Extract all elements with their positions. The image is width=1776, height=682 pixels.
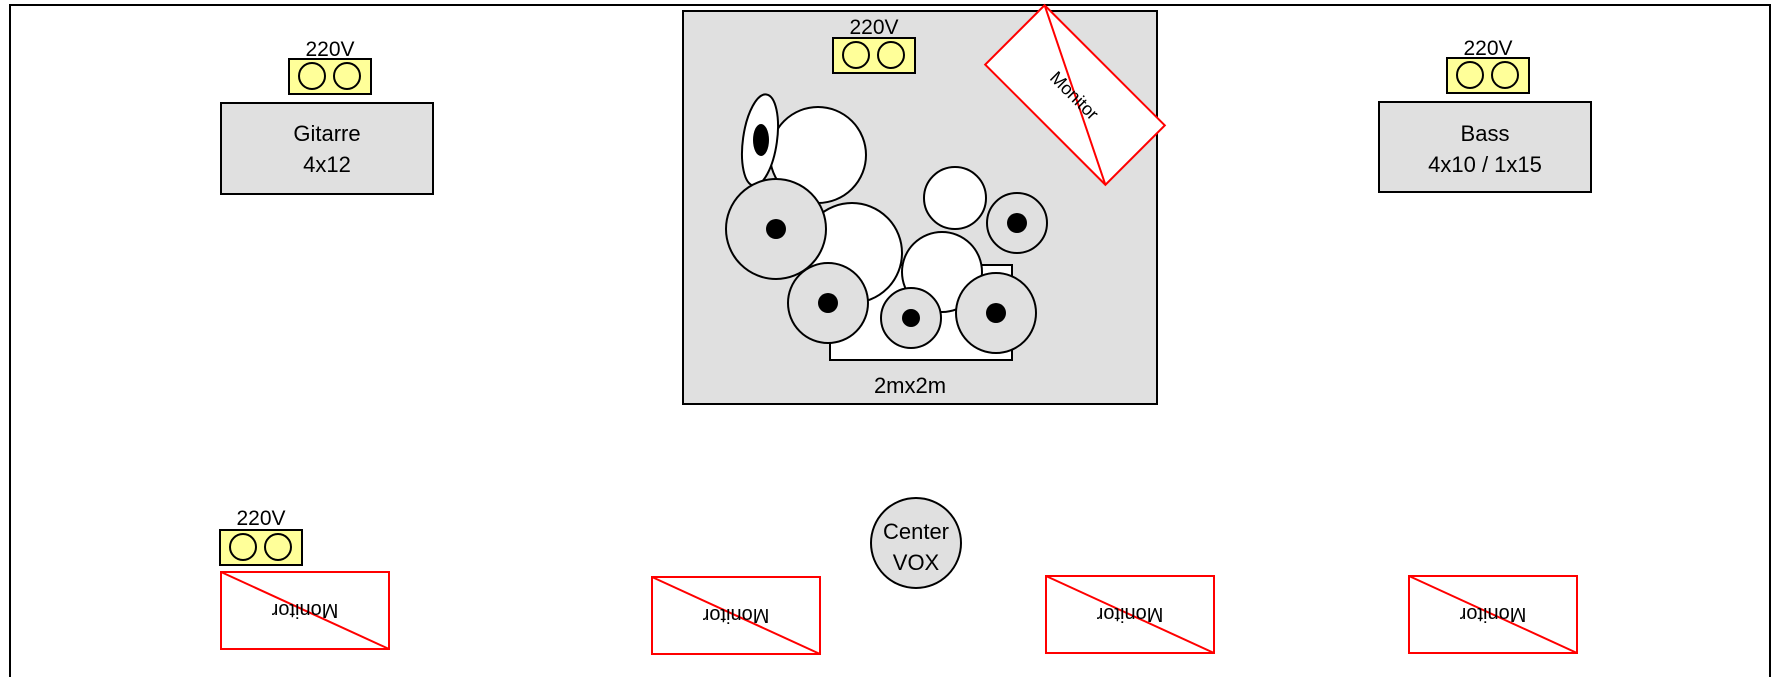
guitar-cabinet — [220, 102, 434, 195]
guitar-amp-line1: Gitarre — [293, 121, 360, 146]
bass-cabinet — [1378, 101, 1592, 193]
power-outlet-front-left: 220V — [219, 507, 303, 566]
guitar-amp: 220V Gitarre 4x12 — [220, 38, 434, 195]
bass-amp-line2: 4x10 / 1x15 — [1428, 152, 1542, 177]
center-vocal-line2: VOX — [893, 550, 940, 575]
front-monitor-cross — [1045, 575, 1215, 654]
front-monitor-1: Monitor — [220, 571, 390, 650]
bass-amp: 220V Bass 4x10 / 1x15 — [1378, 37, 1592, 193]
drum-snare-center — [766, 219, 786, 239]
drum-kick-center — [902, 309, 920, 327]
power-label-bass: 220V — [1463, 37, 1512, 60]
center-vocal-line1: Center — [883, 519, 949, 544]
drum-riser-label: 2mx2m — [874, 373, 946, 398]
front-monitor-2: Monitor — [651, 576, 821, 655]
drum-tom-right-center — [1007, 213, 1027, 233]
front-monitor-label: Monitor — [1459, 603, 1526, 625]
stage-outline — [9, 4, 1771, 682]
front-monitor-4: Monitor — [1408, 575, 1578, 654]
drum-monitor-cross — [1043, 4, 1107, 186]
front-monitor-cross — [651, 576, 821, 655]
socket-icon — [264, 533, 292, 561]
cymbal-top-right — [923, 166, 987, 230]
hi-hat-center — [753, 124, 769, 156]
drum-tom-low-left-center — [818, 293, 838, 313]
power-outlet-guitar: 220V — [288, 38, 372, 95]
front-monitor-label: Monitor — [702, 604, 769, 626]
socket-icon — [298, 62, 326, 90]
power-label-drums: 220V — [849, 16, 898, 39]
socket-icon — [229, 533, 257, 561]
front-monitor-cross — [1408, 575, 1578, 654]
drum-riser: 2mx2m Monitor 220V — [682, 3, 1167, 405]
front-monitor-3: Monitor — [1045, 575, 1215, 654]
front-monitor-label: Monitor — [1096, 603, 1163, 625]
socket-icon — [842, 41, 870, 69]
power-label-front-left: 220V — [236, 507, 285, 530]
drum-floor-tom-center — [986, 303, 1006, 323]
socket-icon — [877, 41, 905, 69]
power-outlet-bass: 220V — [1446, 37, 1530, 94]
power-label-guitar: 220V — [305, 38, 354, 61]
socket-icon — [333, 62, 361, 90]
power-outlet-drums: 220V — [832, 16, 916, 74]
bass-amp-line1: Bass — [1461, 121, 1510, 146]
drum-monitor: Monitor — [983, 3, 1167, 187]
front-monitor-label: Monitor — [271, 599, 338, 621]
center-vocal-circle — [870, 497, 962, 589]
socket-icon — [1456, 61, 1484, 89]
socket-icon — [1491, 61, 1519, 89]
center-vocal-mic: Center VOX — [870, 497, 962, 589]
guitar-amp-line2: 4x12 — [303, 152, 351, 177]
front-monitor-cross — [220, 571, 390, 650]
